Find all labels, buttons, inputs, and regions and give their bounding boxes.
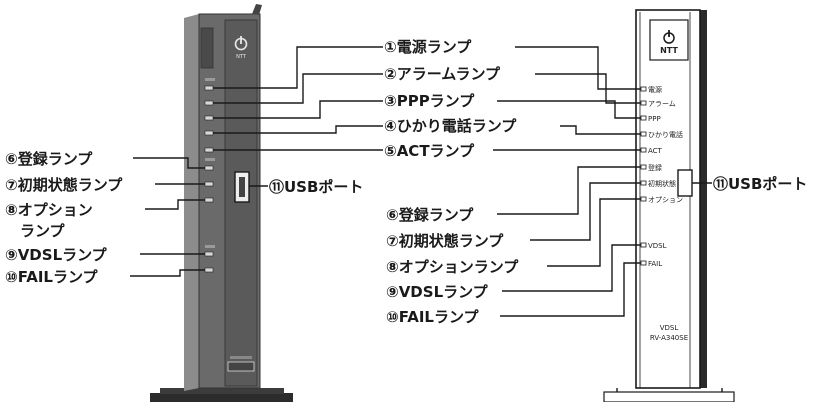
line-hikari bbox=[213, 125, 383, 134]
rline-fail bbox=[500, 262, 641, 317]
right-callouts: ⑥登録ランプ ⑦初期状態ランプ ⑧オプションランプ ⑨VDSLランプ ⑩FAIL… bbox=[386, 175, 807, 326]
led-option bbox=[204, 197, 214, 203]
rline-reg bbox=[497, 166, 641, 215]
panel-label-power: 電源 bbox=[648, 85, 662, 94]
led-hikari bbox=[204, 130, 214, 136]
label-option-right: ⑧オプションランプ bbox=[386, 258, 519, 276]
line-option bbox=[145, 199, 205, 210]
panel-label-vdsl: VDSL bbox=[648, 242, 667, 250]
line-reg bbox=[133, 157, 205, 169]
left-stand bbox=[150, 393, 293, 402]
left-device: NTT bbox=[150, 4, 293, 402]
led-vdsl bbox=[204, 251, 214, 257]
panel-label-ppp: PPP bbox=[648, 115, 661, 123]
label-vdsl-left: ⑨VDSLランプ bbox=[5, 246, 108, 264]
left-label-plate bbox=[200, 27, 214, 69]
led-reg bbox=[204, 165, 214, 171]
label-usb-right: ⑪USBポート bbox=[713, 175, 807, 193]
panel-label-fail: FAIL bbox=[648, 260, 662, 268]
rline-vdsl bbox=[502, 244, 641, 292]
panel-label-hikari: ひかり電話 bbox=[648, 130, 683, 139]
label-vdsl-right: ⑨VDSLランプ bbox=[386, 283, 489, 301]
line-ppp bbox=[213, 100, 383, 119]
line-alarm bbox=[213, 73, 383, 104]
left-front-panel bbox=[224, 19, 258, 387]
left-top-nub bbox=[252, 4, 262, 15]
label-fail-left: ⑩FAILランプ bbox=[5, 268, 99, 286]
right-side-face bbox=[700, 10, 707, 388]
label-ppp: ③PPPランプ bbox=[384, 92, 475, 110]
model-line-2: RV-A340SE bbox=[650, 334, 688, 342]
label-option-left-1: ⑧オプション bbox=[5, 201, 93, 219]
led-ppp bbox=[204, 115, 214, 121]
line-fail bbox=[130, 269, 205, 277]
usb-port-left-slot bbox=[239, 177, 245, 197]
label-alarm: ②アラームランプ bbox=[384, 65, 501, 83]
led-init bbox=[204, 181, 214, 187]
rline-hikari bbox=[560, 125, 641, 135]
label-reg-right: ⑥登録ランプ bbox=[386, 206, 474, 224]
left-bottom-label bbox=[230, 356, 252, 359]
led-act bbox=[204, 147, 214, 153]
panel-label-init: 初期状態 bbox=[648, 179, 676, 188]
label-reg-left: ⑥登録ランプ bbox=[5, 150, 93, 168]
right-logo-text: NTT bbox=[660, 46, 678, 55]
led-fail bbox=[204, 267, 214, 273]
panel-label-alarm: アラーム bbox=[648, 100, 676, 108]
rline-init bbox=[530, 182, 641, 241]
right-logo-box bbox=[649, 19, 689, 61]
rline-option bbox=[547, 198, 641, 267]
led-power bbox=[204, 85, 214, 91]
rline-power bbox=[515, 46, 641, 90]
panel-label-option: オプション bbox=[648, 196, 683, 204]
label-init-right: ⑦初期状態ランプ bbox=[386, 232, 504, 250]
label-init-left: ⑦初期状態ランプ bbox=[5, 176, 123, 194]
left-side-callouts: ⑥登録ランプ ⑦初期状態ランプ ⑧オプション ランプ ⑨VDSLランプ ⑩FAI… bbox=[5, 150, 123, 286]
power-icon: NTT bbox=[234, 36, 248, 60]
usb-port-right bbox=[677, 169, 693, 197]
svg-text:NTT: NTT bbox=[236, 54, 247, 60]
left-callout-lines bbox=[130, 46, 383, 277]
left-led-label-marks bbox=[205, 78, 215, 248]
left-bottom-slot bbox=[227, 361, 255, 372]
model-line-1: VDSL bbox=[660, 324, 679, 332]
label-usb-left: ⑪USBポート bbox=[269, 178, 363, 196]
center-callouts: ①電源ランプ ②アラームランプ ③PPPランプ ④ひかり電話ランプ ⑤ACTラン… bbox=[269, 38, 517, 196]
panel-label-reg: 登録 bbox=[648, 163, 662, 172]
right-callout-lines bbox=[493, 46, 712, 317]
label-power: ①電源ランプ bbox=[384, 38, 472, 56]
left-side-face bbox=[184, 14, 199, 391]
label-option-left-2: ランプ bbox=[20, 222, 66, 240]
rline-alarm bbox=[535, 73, 641, 104]
line-power bbox=[213, 46, 383, 89]
right-device: NTT 電源 アラーム PPP ひかり電話 ACT 登録 初期状態 オプション … bbox=[603, 9, 735, 402]
right-stand bbox=[603, 391, 735, 402]
rline-ppp bbox=[497, 100, 641, 119]
power-icon-right bbox=[663, 30, 675, 44]
right-body bbox=[635, 9, 701, 389]
led-alarm bbox=[204, 100, 214, 106]
label-act: ⑤ACTランプ bbox=[384, 142, 475, 160]
panel-label-act: ACT bbox=[648, 147, 663, 155]
label-fail-right: ⑩FAILランプ bbox=[386, 308, 480, 326]
label-hikari: ④ひかり電話ランプ bbox=[384, 117, 517, 135]
left-stand-top bbox=[160, 388, 284, 394]
